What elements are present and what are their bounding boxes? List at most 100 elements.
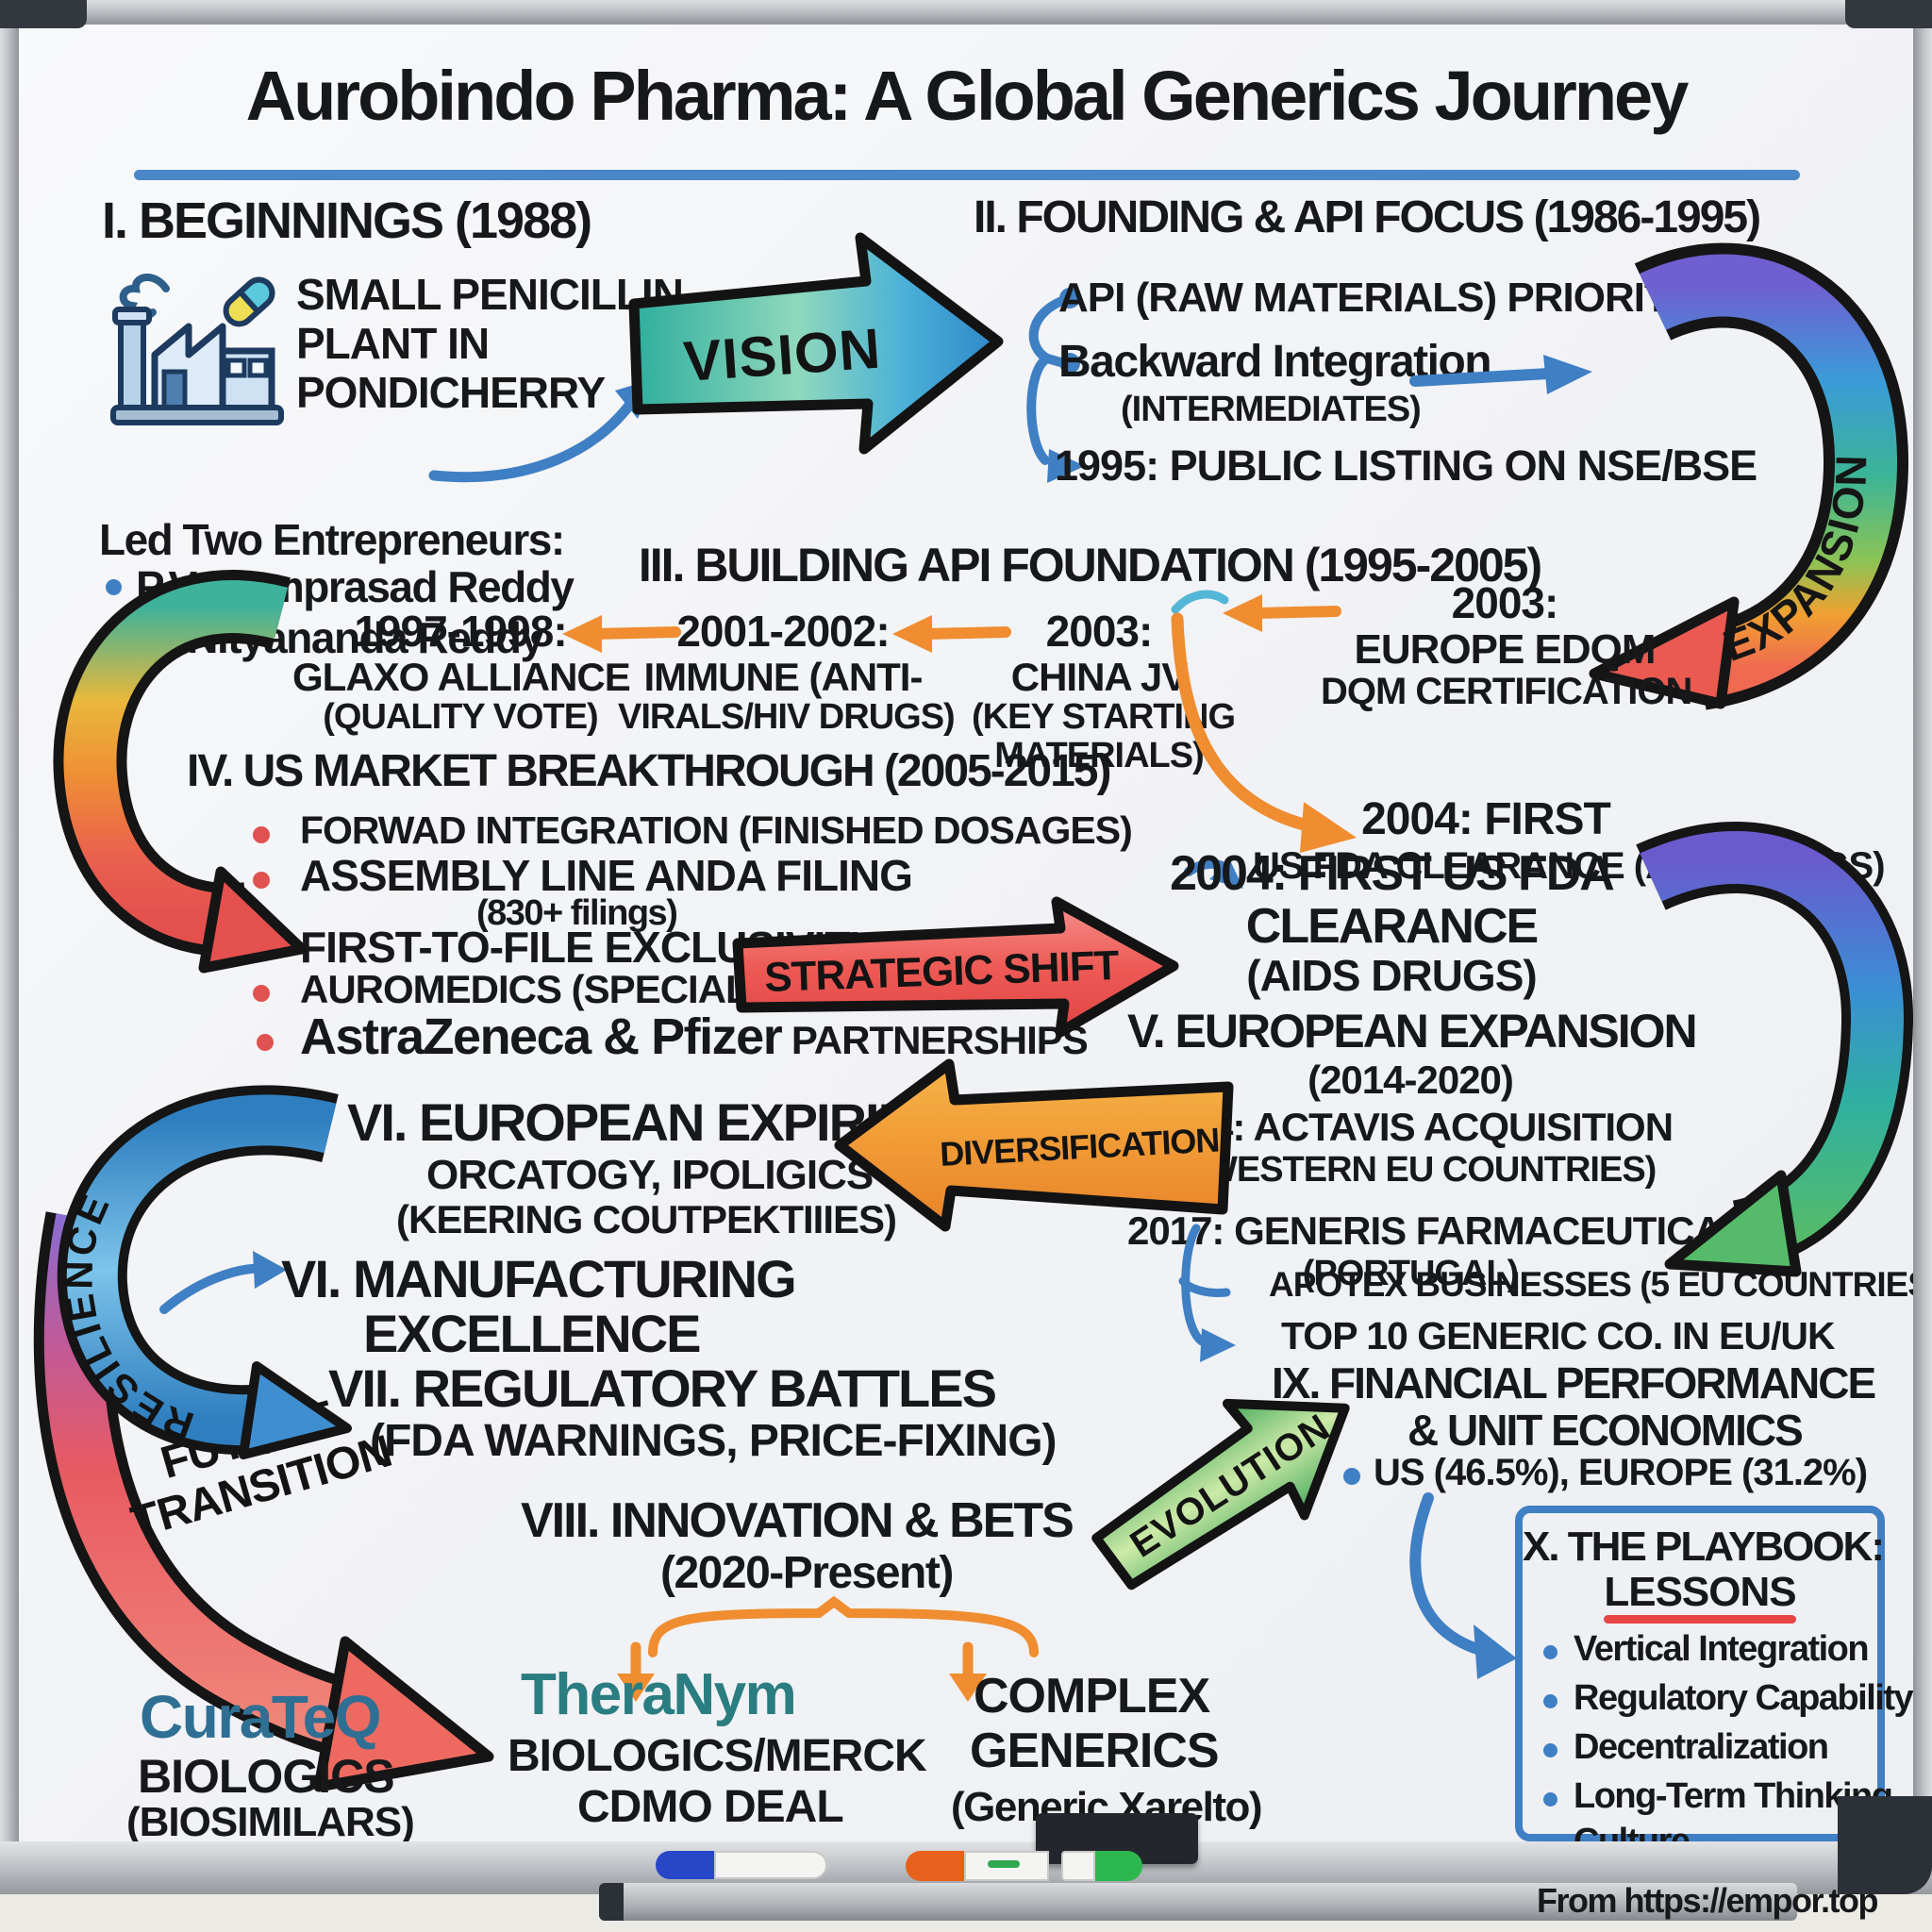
brace-icon [648,1595,1039,1657]
frame-corner-cap [0,0,87,28]
vision-arrow: VISION [628,232,1004,455]
milestone-1: 1997-1998: GLAXO ALLIANCE (QUALITY VOTE) [292,608,631,738]
led-entrepreneurs-label: Led Two Entrepreneurs: [99,515,565,564]
squiggle-icon [1171,590,1229,614]
section-2-item-api: API (RAW MATERIALS) PRIORITY [1058,275,1696,321]
section-7-sub: (FDA WARNINGS, PRICE-FIXING) [370,1416,1058,1466]
capsule-icon [223,276,275,327]
section-3-heading: III. BUILDING API FOUNDATION (1995-2005) [638,539,1542,591]
playbook-bullet-2: Regulatory Capability [1574,1678,1914,1718]
lessons-underline [1604,1615,1796,1624]
plant-line-1: SMALL PENICILLIN [296,270,684,319]
section-6-line3: (KEERING COUTPEKTIIIES) [396,1197,897,1241]
arrow-down-icon [949,1641,987,1702]
title-underline [134,170,1800,180]
milestone-4-line1: EUROPE EDQM [1354,625,1656,673]
arrow-down-icon [617,1641,655,1702]
bullet-dot [1543,1743,1557,1757]
milestone-3-line3: MATERIALS) [994,736,1205,776]
bullet-dot [1543,1694,1557,1708]
arrow-right-icon [1409,355,1592,394]
plant-line-2: PLANT IN [296,319,490,368]
curateq-brand: CuraTeQ [140,1683,382,1751]
factory-icon [110,274,284,425]
curved-connector-arrow [53,570,308,974]
frame-left-rail [0,0,19,1894]
section-1-heading: I. BEGINNINGS (1988) [102,192,592,249]
partner-suffix: PARTNERSHIPS [781,1018,1089,1062]
milestone-4: 2003: EUROPE EDQM DQM CERTIFICATION [1321,578,1692,713]
section-7-heading: VII. REGULATORY BATTLES [328,1358,997,1418]
curved-arrow-icon [1171,612,1357,853]
section-6b-line1: VI. MANUFACTURING [281,1249,797,1308]
section-5-generis-sub: (PORTUGAL) [1302,1254,1520,1293]
fda-big-line3: (AIDS DRUGS) [1246,951,1537,1001]
bullet-dot [1343,1468,1360,1485]
section-5-period: (2014-2020) [1307,1058,1514,1102]
section-5-actavis-sub: (7 WESTERN EU COUNTRIES) [1164,1150,1657,1190]
arrow-left-icon [562,615,681,653]
section-9-heading-1: IX. FINANCIAL PERFORMANCE [1272,1358,1876,1407]
playbook-box [1515,1506,1885,1841]
vision-arrow-label: VISION [681,317,883,393]
milestone-2-line1: IMMUNE (ANTI- [643,654,924,699]
bullet-dot [106,579,122,595]
section-5-generis: 2017: GENERIS FARMACEUTICA [1127,1208,1723,1253]
section-5-apotex: APOTEX BUSINESSES (5 EU COUNTRIES) [1269,1265,1932,1304]
theranym-line2: CDMO DEAL [577,1782,844,1832]
curateq-line2: (BIOSIMILARS) [126,1799,415,1845]
section-6-line2: ORCATOGY, IPOLIGICS [426,1152,874,1198]
curved-arrow-icon [159,1251,287,1314]
bracket-icon [1026,288,1085,483]
milestone-3-line1: CHINA JV [1010,654,1188,699]
milestone-2-period: 2001-2002: [676,607,890,656]
frame-right-rail [1913,0,1932,1894]
section-9-bullet: US (46.5%), EUROPE (31.2%) [1374,1452,1868,1493]
bullet-dot [253,872,270,889]
partner-brands: AstraZeneca & Pfizer [300,1008,783,1065]
section-5-top10: TOP 10 GENERIC CO. IN EU/UK [1281,1314,1836,1357]
arrow-left-icon [1223,594,1341,632]
section-4-partnerships: AstraZeneca & Pfizer PARTNERSHIPS [300,1008,1089,1065]
milestone-4-line2: DQM CERTIFICATION [1321,671,1692,713]
section-2-item-intermediates: (INTERMEDIATES) [1121,390,1422,429]
theranym-line1: BIOLOGICS/MERCK [508,1731,927,1781]
bullet-dot [253,985,270,1002]
frame-corner-cap [1845,0,1932,28]
milestone-1-line2: (QUALITY VOTE) [323,697,598,738]
source-attribution: From https://empor.top [1537,1881,1878,1920]
milestone-4-period: 2003: [1451,578,1559,627]
fda-first-line1: 2004: FIRST [1361,794,1611,844]
playbook-bullet-3: Decentralization [1574,1727,1829,1767]
milestone-2-line2: VIRALS/HIV DRUGS) [618,697,956,738]
section-2-item-listing: 1995: PUBLIC LISTING ON NSE/BSE [1055,441,1757,490]
arrow-right-icon [1184,858,1243,889]
curved-connector-arrow [1636,822,1914,1277]
fda-big-block: 2004: FIRST US FDA CLEARANCE (AIDS DRUGS… [1127,847,1656,1000]
expansion-arrow: EXPANSION [1589,242,1909,710]
section-6b-line2: EXCELLENCE [363,1304,701,1363]
section-8-period: (2020-Present) [660,1548,954,1598]
section-5-heading: V. EUROPEAN EXPANSION [1127,1005,1698,1058]
theranym-brand: TheraNym [521,1662,797,1727]
section-4-bullet-2: ASSEMBLY LINE ANDA FILING [300,851,913,900]
complex-line1: COMPLEX [974,1669,1210,1724]
section-2-heading: II. FOUNDING & API FOCUS (1986-1995) [974,192,1761,242]
svg-text:EXPANSION: EXPANSION [1717,453,1876,671]
bullet-dot [1543,1792,1557,1807]
complex-line2: GENERICS [970,1724,1220,1778]
diversification-arrow: DIVERSIFICATION [834,1058,1234,1232]
curved-arrow-icon [1409,1492,1517,1679]
playbook-heading-2: LESSONS [1604,1569,1796,1615]
fda-big-line1: 2004: FIRST US FDA [1170,846,1615,901]
milestone-3-period: 2003: [1045,607,1154,656]
strategic-shift-arrow: STRATEGIC SHIFT [732,896,1179,1038]
page-title: Aurobindo Pharma: A Global Generics Jour… [245,57,1690,135]
resilience-arrow: RESILIENCE [57,1085,352,1459]
bullet-dot [1543,1645,1557,1659]
evolution-arrow: EVOLUTION [1091,1398,1350,1591]
milestone-1-line1: GLAXO ALLIANCE [292,654,631,699]
marker-tray [599,1883,1797,1921]
section-4-bullet-1: FORWAD INTEGRATION (FINISHED DOSAGES) [300,808,1133,852]
